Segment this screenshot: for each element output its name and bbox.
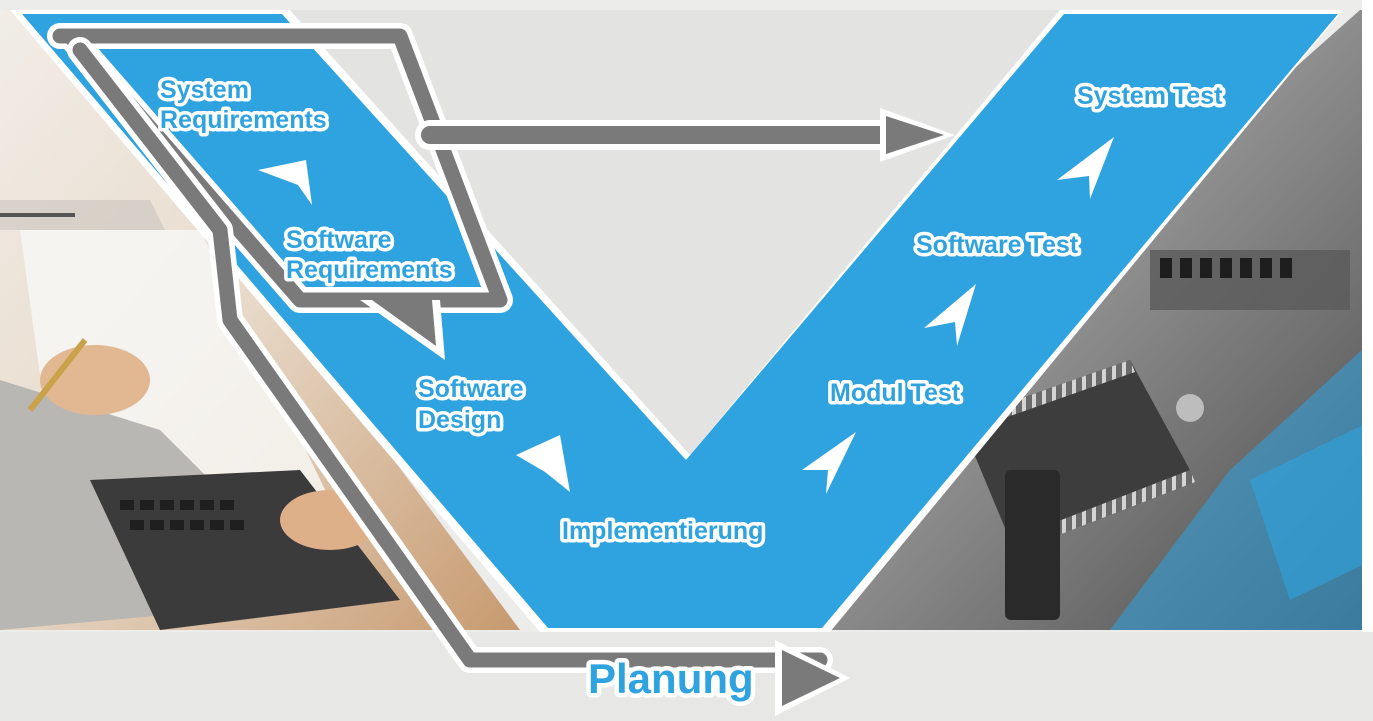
label-implementierung: Implementierung — [562, 517, 763, 545]
label-software-design-line1: Software — [418, 375, 524, 403]
arrow-design-to-impl — [516, 435, 570, 492]
arrow-modul-to-swtest — [924, 284, 976, 346]
label-software-requirements-line1: Software — [286, 226, 392, 254]
label-software-requirements-line2: Requirements — [286, 256, 453, 284]
process-arrows — [258, 137, 1114, 494]
arrow-swtest-to-systest — [1057, 137, 1114, 199]
label-system-test: System Test — [1077, 82, 1223, 110]
label-system-requirements-line2: Requirements — [160, 106, 327, 134]
label-software-test: Software Test — [916, 231, 1079, 259]
label-software-design-line2: Design — [418, 406, 501, 434]
arrow-sysreq-to-swreq — [258, 160, 312, 205]
phase-labels: System Requirements Software Requirement… — [157, 73, 1227, 707]
label-planung: Planung — [588, 655, 754, 702]
label-modul-test: Modul Test — [830, 379, 961, 407]
arrowheads — [360, 108, 955, 716]
bottom-strip — [0, 632, 1373, 721]
label-system-requirements-line1: System — [160, 76, 249, 104]
arrow-impl-to-modul — [802, 432, 856, 494]
